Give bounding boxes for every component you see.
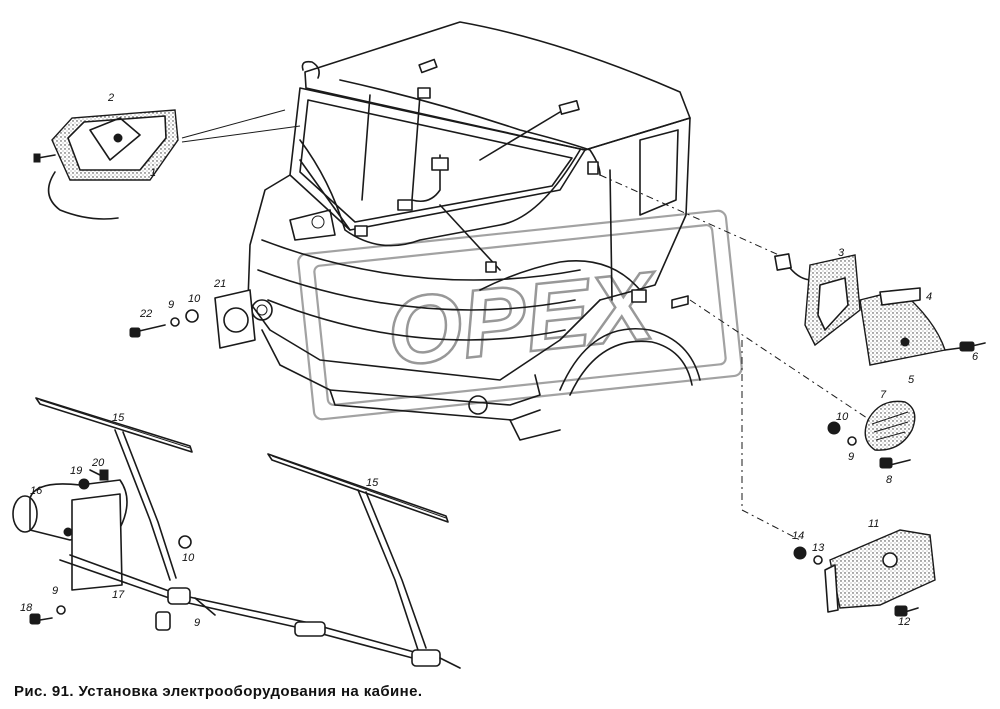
side-repeater-assembly-21 [129,289,256,349]
part-label-21: 21 [213,278,226,290]
side-lamp-assembly-3-6 [774,253,986,366]
roof-lamp-assembly [33,109,179,220]
marker-lamp-assembly-11-14 [793,529,936,617]
part-number-labels: 1 2 3 4 5 6 7 8 9 10 11 12 13 14 15 15 1… [20,92,979,629]
part-label-12: 12 [898,616,910,628]
part-label-13: 13 [812,542,825,554]
part-label-8: 8 [886,474,893,486]
part-label-7: 7 [880,389,887,401]
part-label-6: 6 [972,351,979,363]
part-label-9-wiper-center: 9 [194,617,200,629]
part-label-15-left: 15 [112,412,125,424]
watermark-gear-logo: OPEX [297,209,743,421]
part-label-17: 17 [112,589,125,601]
part-label-10-repeater: 10 [188,293,201,305]
truck-cab [247,21,701,441]
part-label-16: 16 [30,485,43,497]
windscreen-wiper-mechanism [12,397,461,669]
part-label-1: 1 [150,167,156,179]
figure-caption: Рис. 91. Установка электрооборудования н… [14,683,423,700]
part-label-11: 11 [868,518,879,530]
part-label-18: 18 [20,602,33,614]
cab-electrical-equipment-diagram: OPEX [12,21,986,669]
part-label-20: 20 [91,457,105,469]
part-label-15-right: 15 [366,477,379,489]
reflector-assembly-7-10 [827,400,916,469]
part-label-3: 3 [838,247,845,259]
part-label-9-wiper-left: 9 [52,585,58,597]
part-label-22: 22 [139,308,152,320]
part-label-4: 4 [926,291,932,303]
part-label-2: 2 [107,92,114,104]
part-label-10-wiper: 10 [182,552,195,564]
part-label-9-repeater: 9 [168,299,174,311]
part-label-14: 14 [792,530,804,542]
part-label-9-reflector: 9 [848,451,854,463]
part-label-10-reflector: 10 [836,411,849,423]
part-label-5: 5 [908,374,915,386]
leader-lines [181,109,871,541]
part-label-19: 19 [70,465,82,477]
